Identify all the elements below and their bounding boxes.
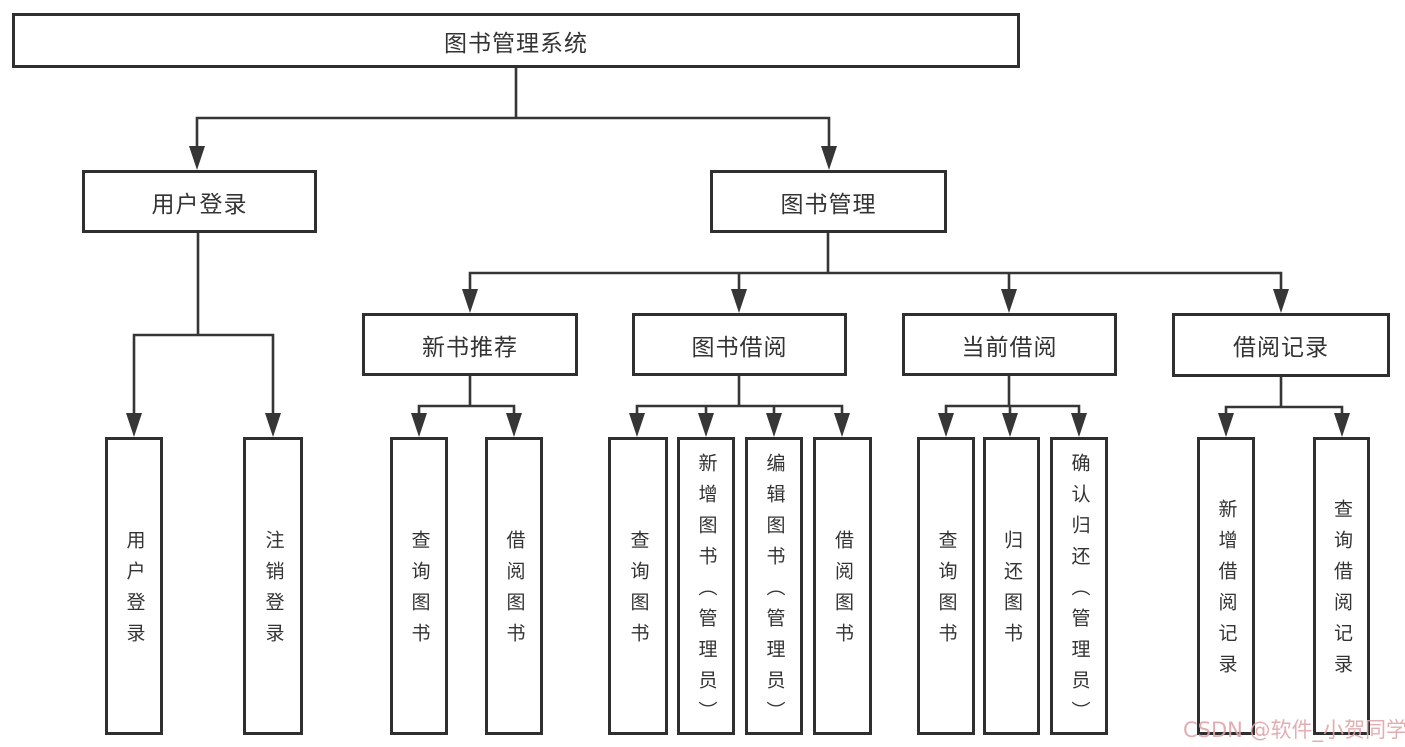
leaf-confirm-return-admin: 确认归还（管理员） <box>1050 437 1108 735</box>
connector-user-login-children <box>126 231 281 437</box>
leaf-add-borrow-record: 新增借阅记录 <box>1197 437 1255 735</box>
leaf-return-books: 归还图书 <box>983 437 1040 735</box>
node-new-book-recommend-label: 新书推荐 <box>422 334 518 361</box>
connector-root-to-level2 <box>189 66 837 170</box>
node-borrow-records-label: 借阅记录 <box>1233 335 1329 361</box>
leaf-query-books-borrow: 查询图书 <box>608 437 668 735</box>
leaf-user-login-label: 用户登录 <box>123 530 146 654</box>
leaf-add-books-admin-label: 新增图书（管理员） <box>695 452 718 732</box>
leaf-borrow-books-borrow-label: 借阅图书 <box>832 530 854 654</box>
node-root-label: 图书管理系统 <box>444 30 588 57</box>
leaf-confirm-return-admin-label: 确认归还（管理员） <box>1068 452 1091 732</box>
node-new-book-recommend: 新书推荐 <box>362 313 578 376</box>
connector-current-borrow-children <box>938 374 1087 437</box>
leaf-logout: 注销登录 <box>243 437 303 735</box>
leaf-user-login: 用户登录 <box>105 437 163 735</box>
csdn-watermark: CSDN @软件_小贺同学 <box>1183 718 1405 742</box>
leaf-borrow-books-recommend-label: 借阅图书 <box>503 530 526 654</box>
leaf-edit-books-admin-label: 编辑图书（管理员） <box>763 452 786 732</box>
leaf-add-books-admin: 新增图书（管理员） <box>677 437 735 735</box>
node-book-borrowing: 图书借阅 <box>632 313 847 376</box>
leaf-query-books-recommend-label: 查询图书 <box>408 530 431 654</box>
leaf-borrow-books-recommend: 借阅图书 <box>485 437 543 735</box>
connector-book-management-children <box>462 231 1289 313</box>
leaf-query-books-current-label: 查询图书 <box>935 530 958 654</box>
connector-new-book-children <box>411 374 522 437</box>
leaf-query-borrow-record-label: 查询借阅记录 <box>1331 499 1353 685</box>
leaf-logout-label: 注销登录 <box>262 530 285 654</box>
connector-book-borrow-children <box>629 374 850 437</box>
leaf-return-books-label: 归还图书 <box>1001 530 1023 654</box>
leaf-borrow-books-borrow: 借阅图书 <box>813 437 872 735</box>
node-borrow-records: 借阅记录 <box>1172 313 1390 377</box>
node-book-management-label: 图书管理 <box>780 191 877 218</box>
node-current-borrowing: 当前借阅 <box>902 313 1117 376</box>
connector-borrow-record-children <box>1218 375 1350 437</box>
leaf-query-books-borrow-label: 查询图书 <box>627 530 650 654</box>
node-book-borrowing-label: 图书借阅 <box>691 334 788 361</box>
leaf-query-books-current: 查询图书 <box>917 437 975 735</box>
leaf-query-borrow-record: 查询借阅记录 <box>1313 437 1370 735</box>
node-book-management: 图书管理 <box>710 170 947 233</box>
node-user-login-label: 用户登录 <box>151 191 248 218</box>
leaf-query-books-recommend: 查询图书 <box>390 437 448 735</box>
node-root: 图书管理系统 <box>12 13 1020 68</box>
leaf-edit-books-admin: 编辑图书（管理员） <box>745 437 803 735</box>
node-user-login: 用户登录 <box>82 170 317 233</box>
leaf-add-borrow-record-label: 新增借阅记录 <box>1215 499 1238 685</box>
node-current-borrowing-label: 当前借阅 <box>961 334 1058 361</box>
